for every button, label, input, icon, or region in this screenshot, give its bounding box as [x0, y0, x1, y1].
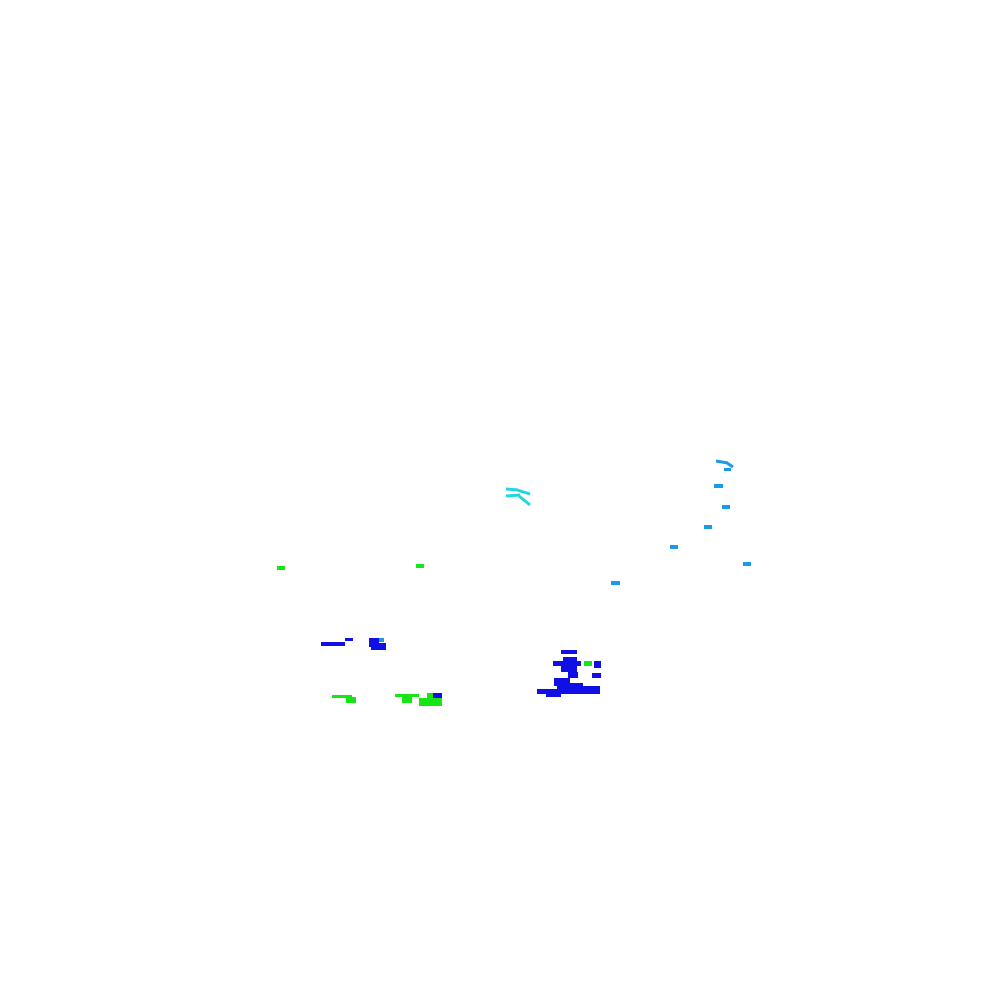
- green-fragment: [332, 695, 352, 698]
- sky-blue-stroke: [726, 461, 734, 469]
- blue-fragment: [321, 642, 345, 646]
- sky-blue-dash: [611, 581, 620, 585]
- blue-fragment: [369, 638, 379, 647]
- green-fragments: [277, 564, 592, 706]
- green-fragment: [419, 698, 442, 706]
- blue-fragment: [433, 693, 442, 698]
- blue-fragment: [592, 673, 601, 678]
- blue-fragment: [561, 666, 577, 672]
- green-fragment: [277, 566, 285, 570]
- sky-blue-dash: [670, 545, 678, 549]
- cyan-fragments: [505, 487, 531, 507]
- blue-fragment: [557, 683, 583, 691]
- sky-blue-fragments: [377, 459, 751, 642]
- green-fragment: [416, 564, 424, 568]
- green-fragment: [395, 694, 419, 697]
- blue-fragment: [345, 638, 353, 641]
- cyan-stroke: [516, 488, 531, 496]
- sky-blue-dash: [743, 562, 751, 566]
- sky-blue-dash: [722, 505, 730, 509]
- cyan-stroke: [518, 494, 531, 507]
- blue-fragment: [371, 643, 386, 650]
- blue-fragment: [580, 686, 600, 691]
- blue-fragment: [553, 661, 581, 666]
- sky-blue-dash: [377, 638, 384, 642]
- cyan-stroke: [505, 487, 519, 492]
- green-fragment: [402, 697, 412, 703]
- blue-fragment: [554, 678, 570, 686]
- cyan-stroke: [505, 493, 521, 498]
- blue-fragment: [537, 689, 600, 694]
- blue-fragment: [561, 650, 577, 654]
- green-fragment: [427, 693, 437, 698]
- blue-fragment: [563, 657, 577, 663]
- blue-fragments: [321, 638, 601, 698]
- sky-blue-dash: [724, 468, 731, 471]
- blue-fragment: [568, 672, 578, 678]
- green-fragment: [584, 661, 592, 666]
- green-fragment: [346, 697, 356, 703]
- blue-fragment: [546, 693, 561, 697]
- sky-blue-dash: [714, 484, 723, 488]
- sky-blue-stroke: [715, 459, 729, 465]
- sky-blue-dash: [704, 525, 712, 529]
- blue-fragment: [594, 661, 601, 668]
